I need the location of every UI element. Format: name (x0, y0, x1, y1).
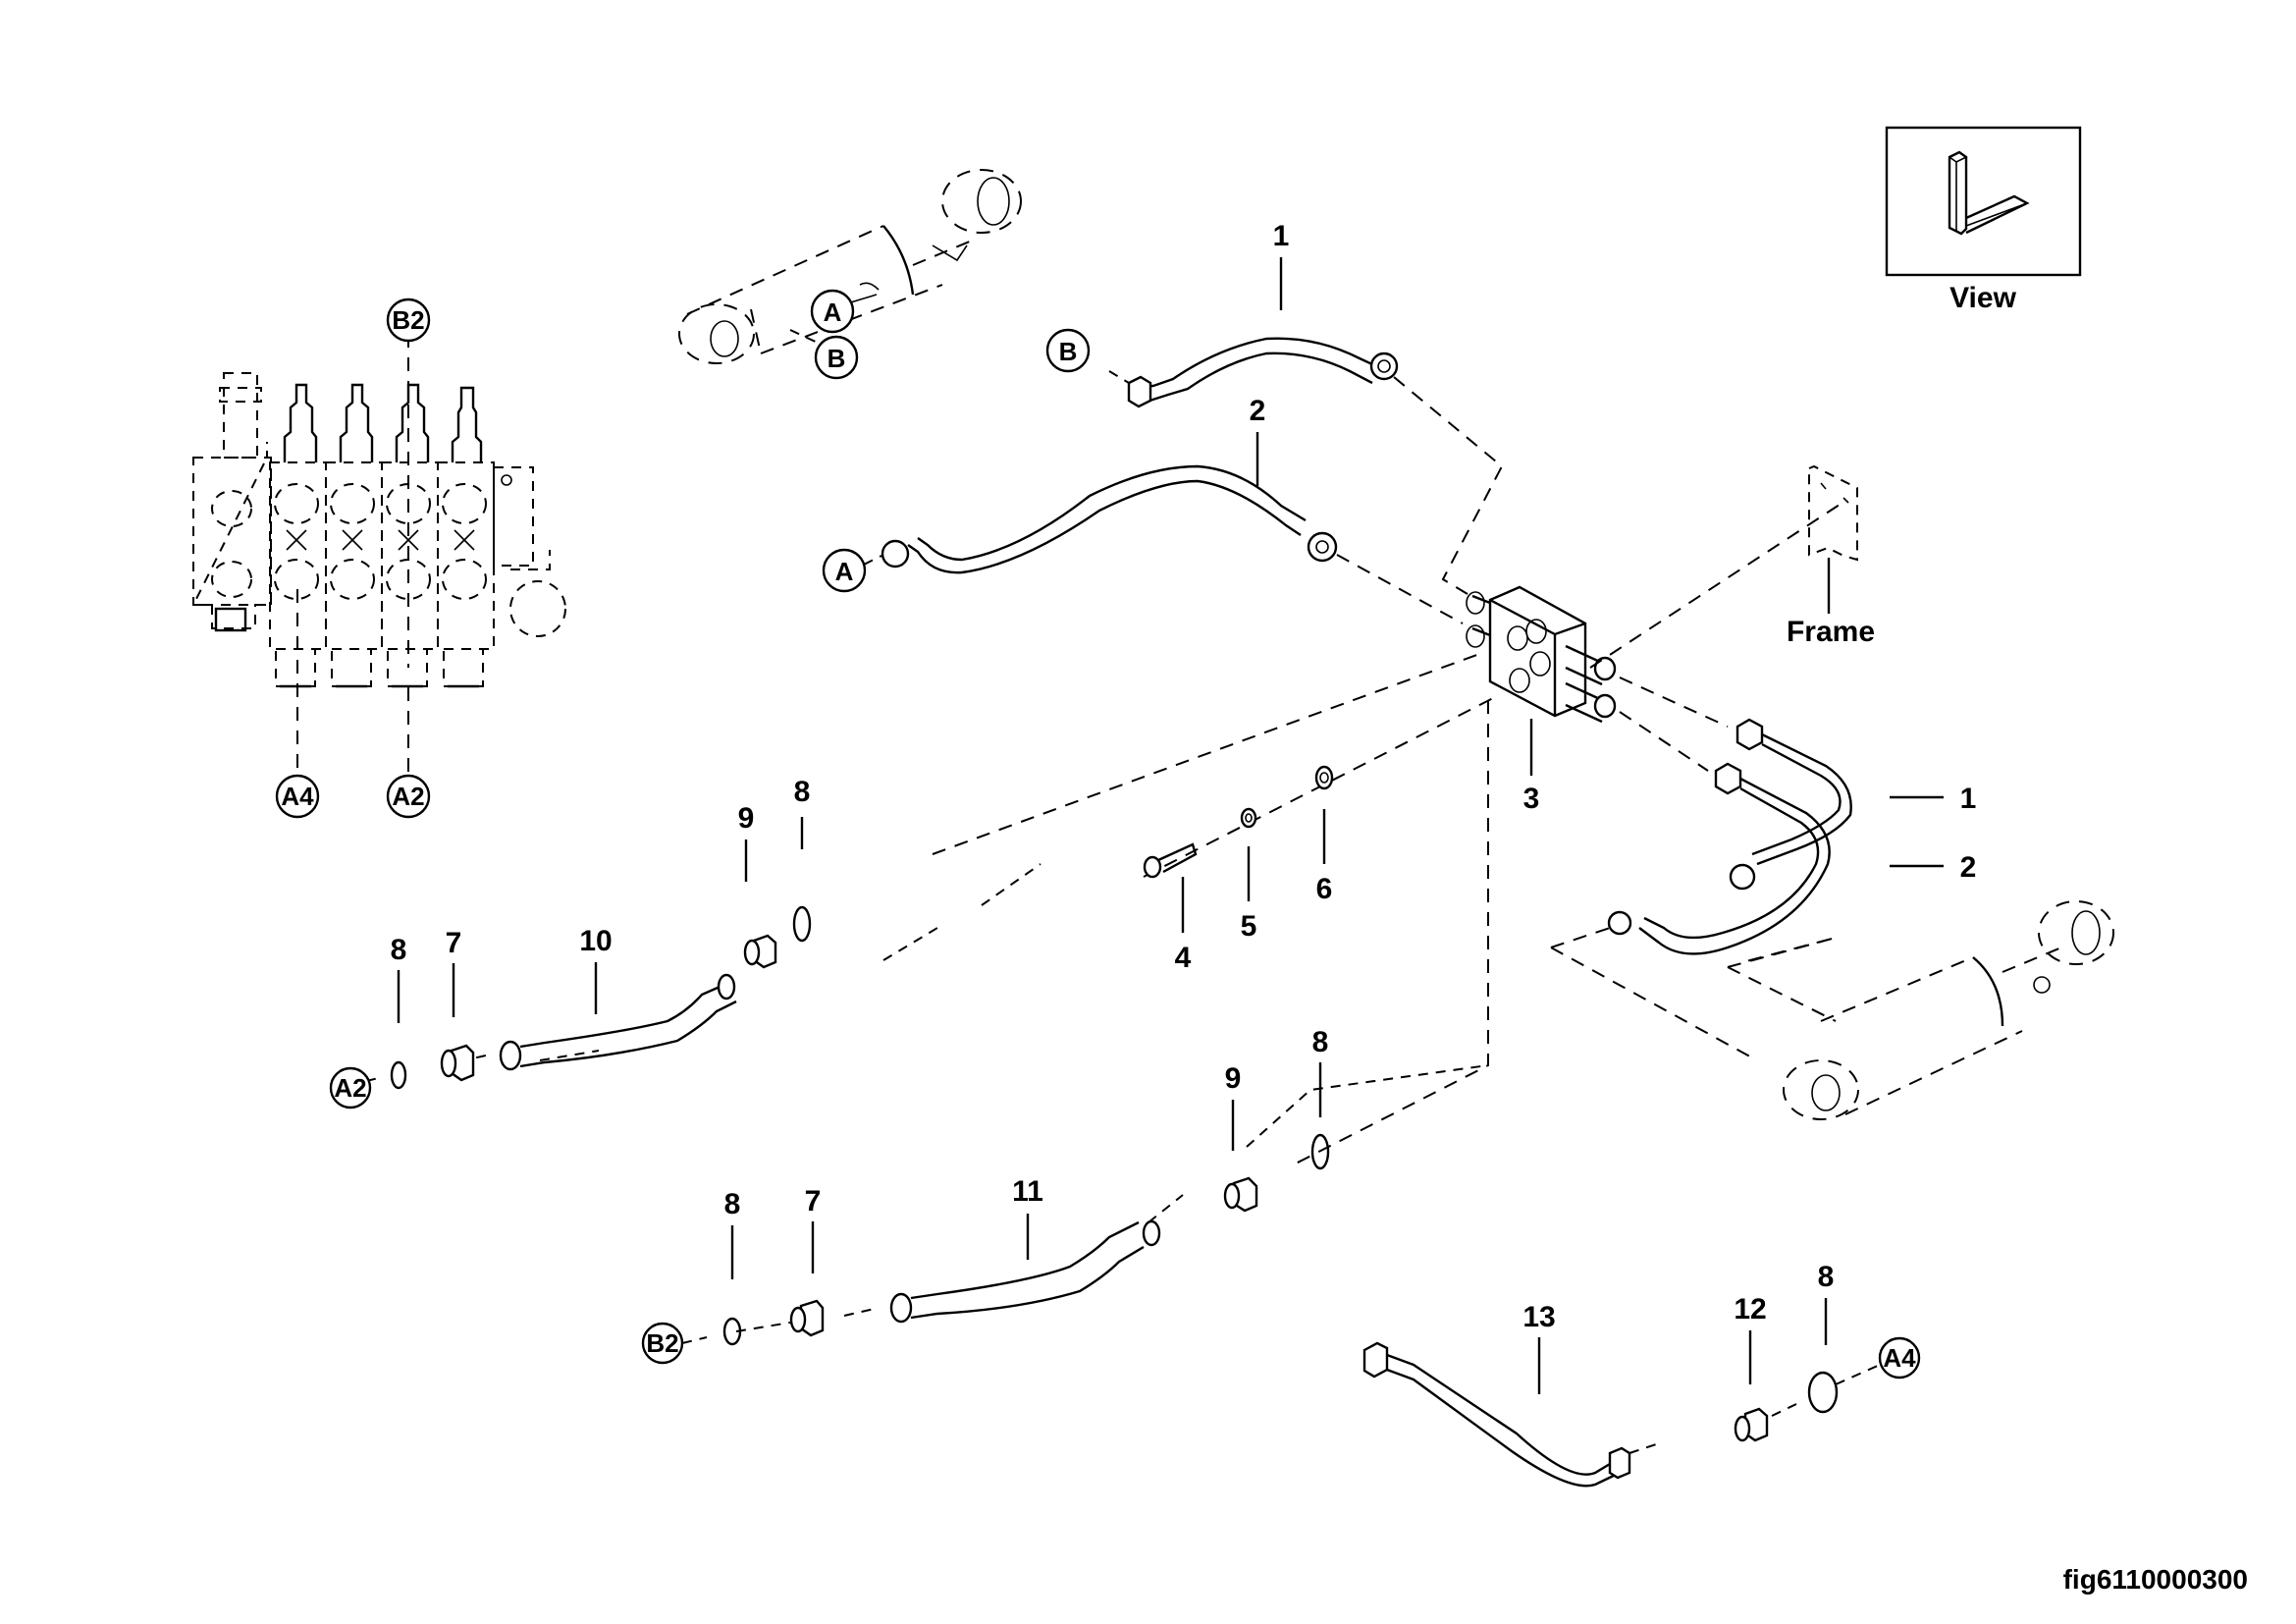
callout-10: 10 (579, 925, 612, 957)
o-ring-8-e (1807, 1371, 1839, 1414)
callout-9-upper: 9 (738, 802, 755, 835)
ref-A-hose2: A (822, 548, 867, 593)
svg-text:A2: A2 (392, 782, 424, 811)
hydraulic-cylinder-bottom (1550, 900, 2114, 1120)
hydraulic-cylinder-top (678, 169, 1022, 364)
adapter-9-a (743, 934, 777, 969)
washer-part-5 (1240, 807, 1257, 829)
leader-hose2-to-block (1336, 554, 1464, 624)
adapter-7-b (789, 1299, 825, 1337)
callout-8-lower-right: 8 (1312, 1026, 1329, 1058)
callout-9-lower: 9 (1225, 1062, 1242, 1095)
ref-B-hose1: B (1045, 328, 1091, 373)
adapter-9-b (1223, 1176, 1258, 1213)
ref-A4-hose13: A4 (1878, 1336, 1921, 1380)
svg-text:A4: A4 (1883, 1343, 1916, 1373)
valve-sections (269, 383, 495, 688)
hose-10 (499, 973, 737, 1071)
washer-part-6 (1314, 765, 1334, 790)
figure-id: fig6110000300 (2063, 1564, 2248, 1595)
o-ring-8-d (1310, 1133, 1330, 1170)
manifold-block (1466, 585, 1617, 724)
leader-A-hose2 (863, 555, 882, 566)
adapter-12 (1734, 1407, 1769, 1442)
callout-8-upper-right: 8 (794, 776, 811, 808)
callout-2-top: 2 (1250, 395, 1266, 427)
o-ring-8-b (792, 905, 812, 943)
hose-1-upper (1127, 337, 1399, 408)
ref-A2-hose10: A2 (329, 1066, 372, 1110)
callout-11: 11 (1012, 1175, 1043, 1208)
view-orientation-icon (1948, 150, 2030, 236)
ref-B-cylinder: B (814, 335, 859, 380)
callout-6: 6 (1316, 873, 1333, 905)
frame-label: Frame (1787, 616, 1875, 648)
svg-text:B: B (828, 344, 846, 373)
callout-1-right: 1 (1960, 783, 1977, 815)
o-ring-8-a (390, 1060, 407, 1090)
hoses-right (1607, 677, 1852, 955)
callout-2-right: 2 (1960, 851, 1977, 884)
line-block-to-frame (1589, 500, 1846, 669)
hose-2-upper (881, 464, 1338, 574)
callout-8-bottom: 8 (1818, 1261, 1835, 1293)
callout-8-lower-left: 8 (724, 1188, 741, 1220)
frame-bracket (1808, 464, 1858, 562)
ref-B2-hose11: B2 (641, 1322, 684, 1365)
callout-8-upper-left: 8 (391, 934, 407, 966)
svg-text:A2: A2 (334, 1073, 366, 1103)
hose-13 (1362, 1341, 1631, 1488)
bolt-part-4 (1143, 842, 1198, 879)
line-hose11-assembly (681, 1064, 1489, 1344)
leader-B-cylinder (789, 329, 821, 345)
ref-B2-valve: B2 (386, 298, 431, 343)
leader-hose1-to-block (1393, 376, 1504, 595)
adapter-7-a (440, 1044, 475, 1082)
ref-A2-valve: A2 (386, 774, 431, 819)
svg-text:B2: B2 (392, 305, 424, 335)
svg-text:A4: A4 (281, 782, 314, 811)
callout-4: 4 (1175, 942, 1192, 974)
line-hose13-assembly-b (1771, 1403, 1797, 1417)
line-hose11-to-block (1295, 700, 1489, 1164)
ref-A-cylinder: A (810, 289, 855, 334)
callout-3: 3 (1523, 783, 1540, 815)
view-label: View (1949, 282, 2016, 314)
callout-13: 13 (1522, 1301, 1555, 1333)
view-box (1885, 126, 2082, 277)
callout-7-upper: 7 (446, 927, 462, 959)
svg-text:B2: B2 (646, 1328, 678, 1358)
o-ring-8-c (722, 1317, 742, 1346)
line-hose10-to-block (932, 652, 1483, 855)
leader-B-hose1 (1108, 370, 1130, 384)
callout-12: 12 (1734, 1293, 1766, 1326)
callout-5: 5 (1241, 910, 1257, 943)
line-hose13-assembly-c (1835, 1364, 1881, 1385)
callout-1-top: 1 (1273, 220, 1290, 252)
svg-text:A: A (835, 557, 854, 586)
view-indicator: View (1885, 126, 2082, 314)
svg-text:A: A (824, 298, 842, 327)
control-valve-block (191, 372, 566, 688)
svg-text:B: B (1059, 337, 1078, 366)
hose-11 (889, 1219, 1161, 1324)
ref-A4-valve: A4 (275, 774, 320, 819)
line-hose13-assembly-a (1629, 1442, 1660, 1454)
callout-7-lower: 7 (805, 1185, 822, 1218)
